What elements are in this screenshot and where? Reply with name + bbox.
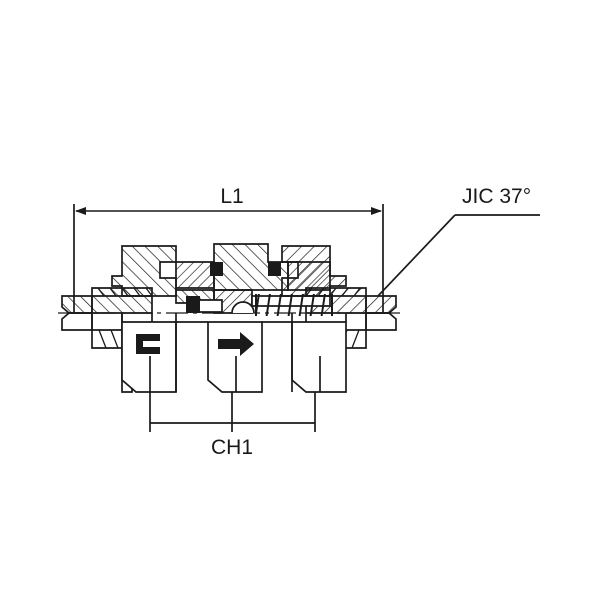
o-ring-left [210, 262, 223, 276]
ch1-label: CH1 [211, 436, 253, 459]
dimension-l1 [73, 204, 384, 312]
left-hex-body [111, 245, 177, 393]
middle-hex-nut [175, 321, 293, 393]
right-flare-cone-outline [365, 312, 397, 331]
jic-leader-diagonal [377, 214, 456, 297]
seal-group [186, 262, 281, 313]
poppet-ball [231, 301, 255, 314]
manufacturer-mark [136, 334, 160, 354]
right-hex-flat [291, 321, 347, 393]
left-flare-cone-section [61, 295, 93, 314]
right-body-section [281, 245, 347, 297]
jic-37-leader [377, 214, 540, 297]
middle-hex-flat [207, 321, 263, 393]
dimension-ch1 [149, 392, 316, 432]
o-ring-right [268, 262, 281, 276]
flow-direction-arrow [218, 332, 254, 356]
bracket-mark-icon [136, 334, 160, 354]
l1-label: L1 [220, 185, 243, 208]
jic-37-label: JIC 37° [462, 185, 531, 208]
housing-upper-left [175, 261, 215, 289]
compression-spring [255, 294, 333, 316]
left-flare-cone-outline [61, 312, 93, 331]
right-flare-cone-section [365, 295, 397, 314]
flow-arrow-icon [218, 332, 254, 356]
left-thread-flanks [98, 329, 143, 349]
right-thread-crests [305, 287, 361, 297]
left-hex-flat [121, 321, 177, 393]
o-ring-seat [186, 296, 200, 313]
left-body-section [111, 245, 177, 297]
spring-coils [256, 294, 332, 316]
